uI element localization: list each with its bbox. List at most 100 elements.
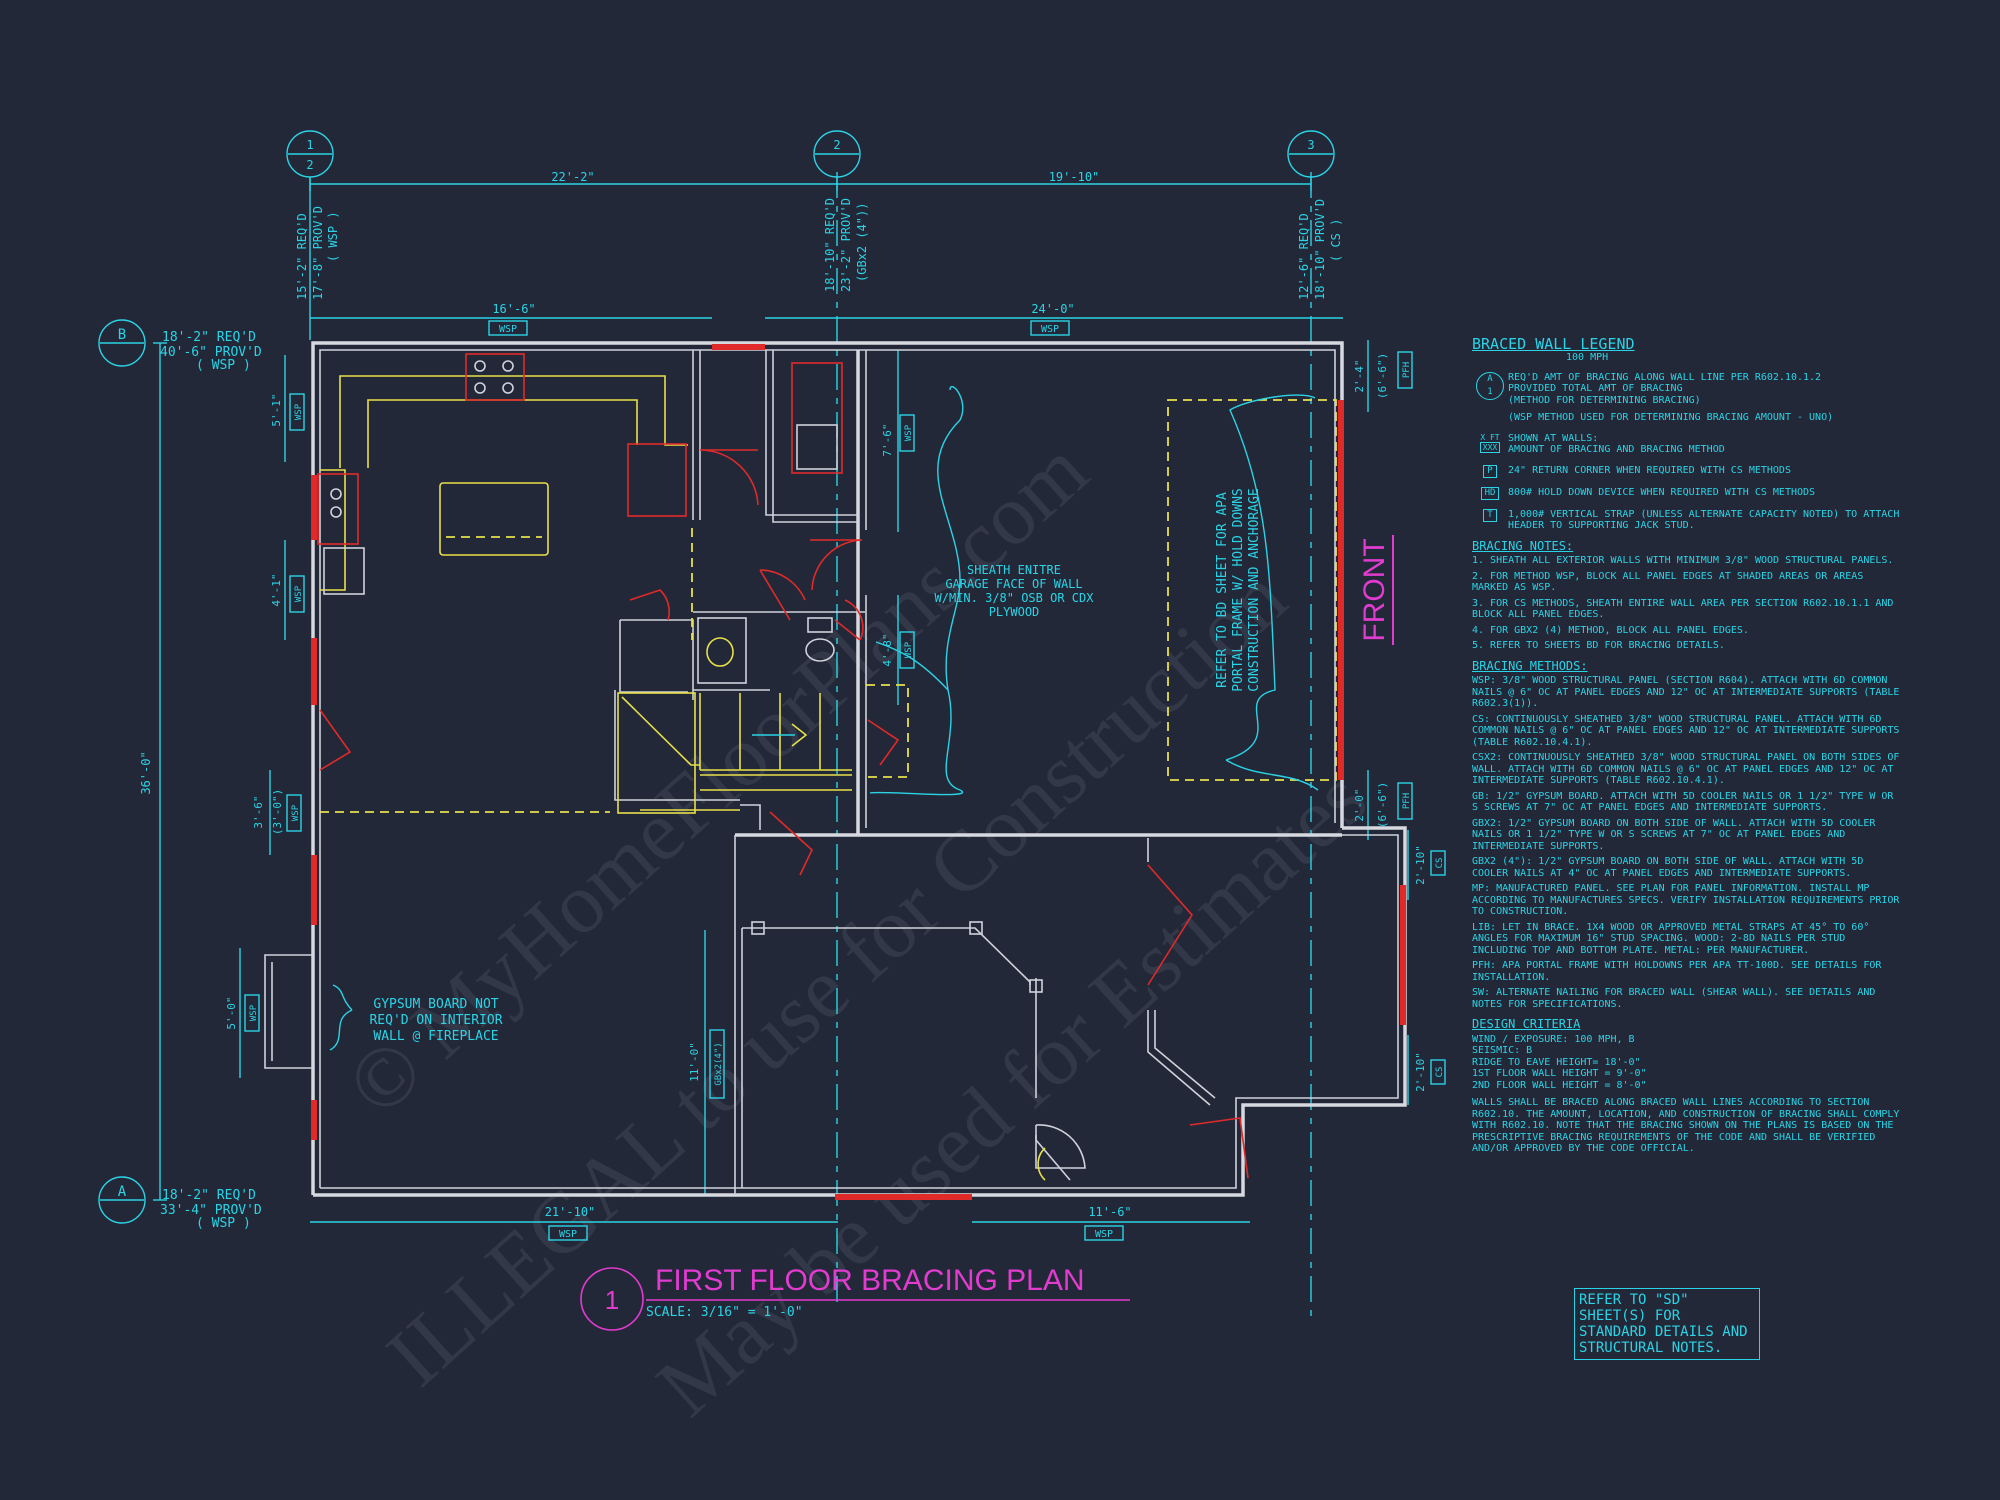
refer-bd-line-2: PORTAL FRAME W/ HOLD DOWNS xyxy=(1231,488,1246,692)
grid-bubble-col-1: 1 2 xyxy=(286,130,334,178)
drawing-scale: SCALE: 3/16" = 1'-0" xyxy=(646,1305,803,1320)
svg-text:3'-6": 3'-6" xyxy=(252,795,265,828)
svg-text:(6'-6"): (6'-6") xyxy=(1376,782,1389,828)
method-cs: CS: CONTINUOUSLY SHEATHED 3/8" WOOD STRU… xyxy=(1472,713,1900,748)
svg-text:5'-1": 5'-1" xyxy=(270,393,283,426)
svg-text:WSP: WSP xyxy=(1095,1229,1113,1240)
drawing-number: 1 xyxy=(605,1285,619,1315)
dim-36-0: 36'-0" xyxy=(139,751,153,794)
design-2nd-floor: 2ND FLOOR WALL HEIGHT = 8'-0" xyxy=(1472,1079,1647,1091)
svg-text:(6'-6"): (6'-6") xyxy=(1376,353,1389,399)
garage-outline xyxy=(1167,399,1337,781)
design-seismic: SEISMIC: B xyxy=(1472,1045,1533,1056)
svg-text:( WSP ): ( WSP ) xyxy=(196,1216,251,1231)
svg-text:40'-6" PROV'D: 40'-6" PROV'D xyxy=(160,345,262,360)
legend-shown-line-1: SHOWN AT WALLS: xyxy=(1508,432,1599,444)
svg-text:( CS ): ( CS ) xyxy=(1329,219,1343,262)
dim-24-0: 24'-0" xyxy=(1031,302,1074,316)
svg-text:7'-6": 7'-6" xyxy=(881,423,894,456)
svg-text:WSP: WSP xyxy=(291,804,301,821)
svg-text:3: 3 xyxy=(1307,138,1314,152)
svg-text:WSP: WSP xyxy=(904,424,914,441)
svg-text:WSP: WSP xyxy=(294,403,304,420)
svg-text:WSP: WSP xyxy=(1041,324,1059,335)
method-sw: SW: ALTERNATE NAILING FOR BRACED WALL (S… xyxy=(1472,987,1876,1010)
sheath-note-line-1: SHEATH ENITRE xyxy=(967,563,1061,577)
wall-line-a-label: 18'-2" REQ'D 33'-4" PROV'D ( WSP ) xyxy=(160,1188,262,1231)
wall-line-b-label: 18'-2" REQ'D 40'-6" PROV'D ( WSP ) xyxy=(160,330,262,373)
svg-text:WSP: WSP xyxy=(904,641,914,658)
svg-text:( WSP ): ( WSP ) xyxy=(196,358,251,373)
walls-braced-note: WALLS SHALL BE BRACED ALONG BRACED WALL … xyxy=(1472,1097,1900,1154)
legend-wsp-method: (WSP METHOD USED FOR DETERMINING BRACING… xyxy=(1508,412,1834,423)
legend-hd-desc: 800# HOLD DOWN DEVICE WHEN REQUIRED WITH… xyxy=(1508,486,1816,498)
legend-row-t: T 1,000# VERTICAL STRAP (UNLESS ALTERNAT… xyxy=(1472,508,1902,532)
strap-icon: T xyxy=(1483,508,1497,522)
svg-text:WSP: WSP xyxy=(249,1004,259,1021)
sheath-note-line-2: GARAGE FACE OF WALL xyxy=(945,577,1082,591)
svg-text:(GBx2 (4")): (GBx2 (4")) xyxy=(855,203,869,282)
svg-text:12'-6" REQ'D: 12'-6" REQ'D xyxy=(1297,213,1311,300)
svg-text:( WSP ): ( WSP ) xyxy=(326,211,340,262)
design-1st-floor: 1ST FLOOR WALL HEIGHT = 9'-0" xyxy=(1472,1068,1647,1079)
method-wsp: WSP: 3/8" WOOD STRUCTURAL PANEL (SECTION… xyxy=(1472,675,1900,709)
dim-22-2: 22'-2" xyxy=(551,170,594,184)
legend-title: BRACED WALL LEGEND xyxy=(1472,335,1635,353)
dim-21-10: 21'-10" xyxy=(545,1205,596,1219)
sheath-note-line-3: W/MIN. 3/8" OSB OR CDX xyxy=(935,591,1095,605)
method-csx2: CSx2: CONTINUOUSLY SHEATHED 3/8" WOOD ST… xyxy=(1472,752,1900,786)
svg-text:5'-0": 5'-0" xyxy=(225,996,238,1029)
svg-text:33'-4" PROV'D: 33'-4" PROV'D xyxy=(160,1203,262,1218)
drawing-title: FIRST FLOOR BRACING PLAN xyxy=(655,1264,1085,1297)
hold-down-icon: HD xyxy=(1480,486,1500,500)
svg-text:B: B xyxy=(118,327,126,343)
legend-t-line-2: HEADER TO SUPPORTING JACK STUD. xyxy=(1508,520,1695,531)
grid-bubbles: 1 2 2 3 B A xyxy=(98,130,1335,1224)
refer-bd-line-3: CONSTRUCTION AND ANCHORAGE xyxy=(1247,488,1262,692)
dim-19-10: 19'-10" xyxy=(1049,170,1100,184)
gypsum-note-line-2: REQ'D ON INTERIOR xyxy=(369,1013,502,1028)
svg-text:WSP: WSP xyxy=(499,324,517,335)
method-lib: LIB: LET IN BRACE. 1x4 WOOD OR APPROVED … xyxy=(1472,921,1870,956)
svg-text:CS: CS xyxy=(1435,1067,1445,1078)
bracing-note-1: 1. SHEATH ALL EXTERIOR WALLS WITH MINIMU… xyxy=(1472,555,1894,566)
svg-text:GBx2(4"): GBx2(4") xyxy=(714,1042,724,1085)
svg-text:2'-0": 2'-0" xyxy=(1353,788,1366,821)
sheath-note-line-4: PLYWOOD xyxy=(989,605,1040,619)
wall-line-3-label: 12'-6" REQ'D 18'-10" PROV'D ( CS ) xyxy=(1297,199,1343,300)
gypsum-note-line-1: GYPSUM BOARD NOT xyxy=(373,997,498,1012)
method-gb: GB: 1/2" GYPSUM BOARD. ATTACH WITH 5d CO… xyxy=(1472,790,1894,814)
method-pfh: PFH: APA PORTAL FRAME WITH HOLDOWNS PER … xyxy=(1472,960,1882,983)
legend-t-line-1: 1,000# VERTICAL STRAP (UNLESS ALTERNATE … xyxy=(1508,508,1900,520)
svg-text:23'-2" PROV'D: 23'-2" PROV'D xyxy=(839,198,853,292)
design-wind: WIND / EXPOSURE: 100 MPH, B xyxy=(1472,1033,1635,1045)
gypsum-note-line-3: WALL @ FIREPLACE xyxy=(373,1029,498,1044)
svg-text:2'-10": 2'-10" xyxy=(1414,1052,1427,1092)
svg-text:A: A xyxy=(118,1184,127,1200)
bracing-methods-title: BRACING METHODS: xyxy=(1472,658,1588,673)
svg-text:18'-2" REQ'D: 18'-2" REQ'D xyxy=(162,330,256,345)
bracing-note-2: 2. FOR METHOD WSP, BLOCK ALL PANEL EDGES… xyxy=(1472,570,1864,594)
plan-notes: SHEATH ENITRE GARAGE FACE OF WALL W/MIN.… xyxy=(369,488,1394,1044)
legend-p-desc: 24" RETURN CORNER WHEN REQUIRED WITH CS … xyxy=(1508,464,1791,476)
legend-a-line-2: PROVIDED TOTAL AMT OF BRACING xyxy=(1508,383,1683,394)
method-gbx2-4: GBx2 (4"): 1/2" GYPSUM BOARD ON BOTH SID… xyxy=(1472,856,1864,879)
wall-line-2-label: 18'-10" REQ'D 23'-2" PROV'D (GBx2 (4")) xyxy=(823,198,869,292)
svg-text:PFH: PFH xyxy=(1402,362,1412,378)
svg-text:WSP: WSP xyxy=(559,1229,577,1240)
front-label: FRONT xyxy=(1358,538,1391,641)
bracing-note-3: 3. FOR CS METHODS, SHEATH ENTIRE WALL AR… xyxy=(1472,597,1894,621)
legend-subtitle: 100 MPH xyxy=(1566,352,1609,363)
bracing-notes-title: BRACING NOTES: xyxy=(1472,538,1574,553)
refer-sd-note: REFER TO "SD" SHEET(S) FOR STANDARD DETA… xyxy=(1574,1288,1760,1360)
legend-shown-line-2: AMOUNT OF BRACING AND BRACING METHOD xyxy=(1508,444,1725,455)
svg-text:18'-10" REQ'D: 18'-10" REQ'D xyxy=(823,198,837,292)
title-block: 1 FIRST FLOOR BRACING PLAN SCALE: 3/16" … xyxy=(580,1264,1130,1331)
svg-text:(3'-0"): (3'-0") xyxy=(271,789,284,835)
braced-wall-panels xyxy=(311,344,1406,1200)
